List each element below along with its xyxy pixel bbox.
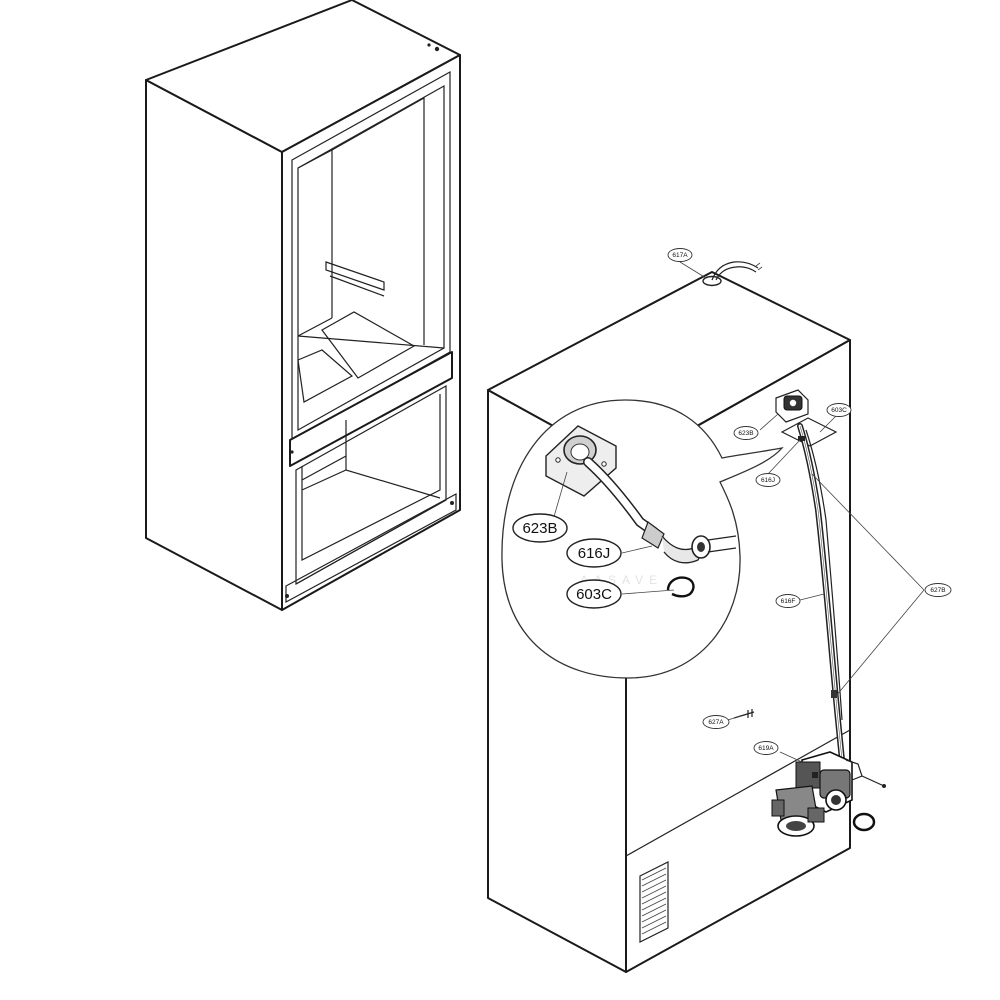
label-623B-big: 623B [522,520,557,537]
rear-vent [639,861,669,943]
front-cabinet [145,0,461,611]
callout-623B: 623B [733,426,759,440]
label-603C: 603C [831,407,847,414]
label-623B: 623B [738,430,753,437]
label-627B: 627B [930,587,945,594]
label-617A: 617A [672,252,688,259]
label-616F: 616F [781,598,796,605]
label-603C-big: 603C [576,586,612,603]
label-627A: 627A [708,719,724,726]
callout-617A: 617A [667,248,693,262]
callout-616J-big: 616J [566,538,622,568]
callout-603C: 603C [826,403,852,417]
zoom-detail-bubble: AASAVE [501,399,784,679]
label-616J-big: 616J [578,545,611,562]
callout-627B: 627B [924,583,952,597]
water-tube-616F [797,423,845,763]
water-valve-619A [771,751,886,837]
callout-619A: 619A [753,741,779,755]
leader-lines [552,261,925,763]
callout-603C-big: 603C [566,579,622,609]
label-616J: 616J [761,477,775,484]
tube-bracket-623B [775,389,809,423]
callout-616F: 616F [775,594,801,608]
callout-616J: 616J [755,473,781,487]
callout-627A: 627A [702,715,730,729]
top-grommet-617A [702,261,763,287]
callout-623B-big: 623B [512,513,568,543]
label-619A: 619A [758,745,774,752]
